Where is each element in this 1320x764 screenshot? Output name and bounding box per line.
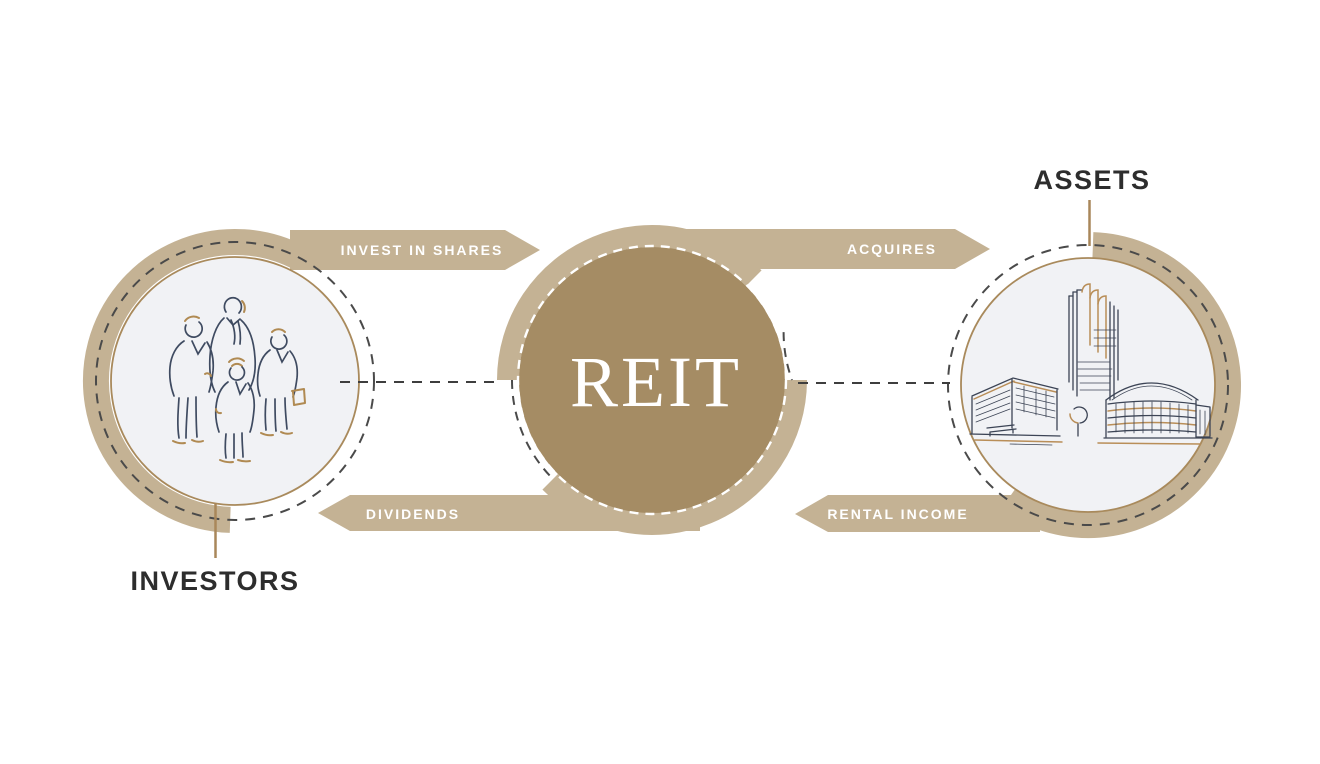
rental-income-arrow: [795, 495, 1040, 532]
reit-ring-arc-lower: [542, 379, 807, 535]
reit-circle: [519, 247, 785, 513]
investors-inner-circle: [110, 256, 360, 506]
investors-people-icon: [168, 296, 306, 464]
assets-buildings-icon: [969, 283, 1213, 446]
invest-in-shares-arrow: [290, 230, 540, 270]
reit-gap-dashes-lower-left: [511, 379, 554, 480]
investors-node: [82, 228, 375, 533]
node-labels: INVESTORS ASSETS: [130, 165, 1150, 596]
rental-income-label: RENTAL INCOME: [827, 506, 968, 522]
investors-dashed-circle: [95, 241, 375, 521]
assets-dashed-circle: [947, 244, 1229, 526]
acquires-label: ACQUIRES: [847, 241, 937, 257]
assets-inner-circle: [960, 257, 1216, 513]
investors-label: INVESTORS: [130, 566, 299, 596]
reit-gap-dashes-upper-right: [782, 332, 793, 381]
connectors: [340, 381, 950, 384]
dividends-label: DIVIDENDS: [366, 506, 460, 522]
reit-node: REIT: [497, 225, 807, 535]
flow-labels: INVEST IN SHARES ACQUIRES DIVIDENDS RENT…: [341, 241, 968, 522]
reit-ring-arc-upper: [497, 225, 762, 381]
assets-node: [947, 232, 1241, 538]
assets-label: ASSETS: [1033, 165, 1150, 195]
reit-dashed-circle: [516, 244, 788, 516]
invest-in-shares-label: INVEST IN SHARES: [341, 242, 504, 258]
reit-title: REIT: [570, 342, 742, 422]
